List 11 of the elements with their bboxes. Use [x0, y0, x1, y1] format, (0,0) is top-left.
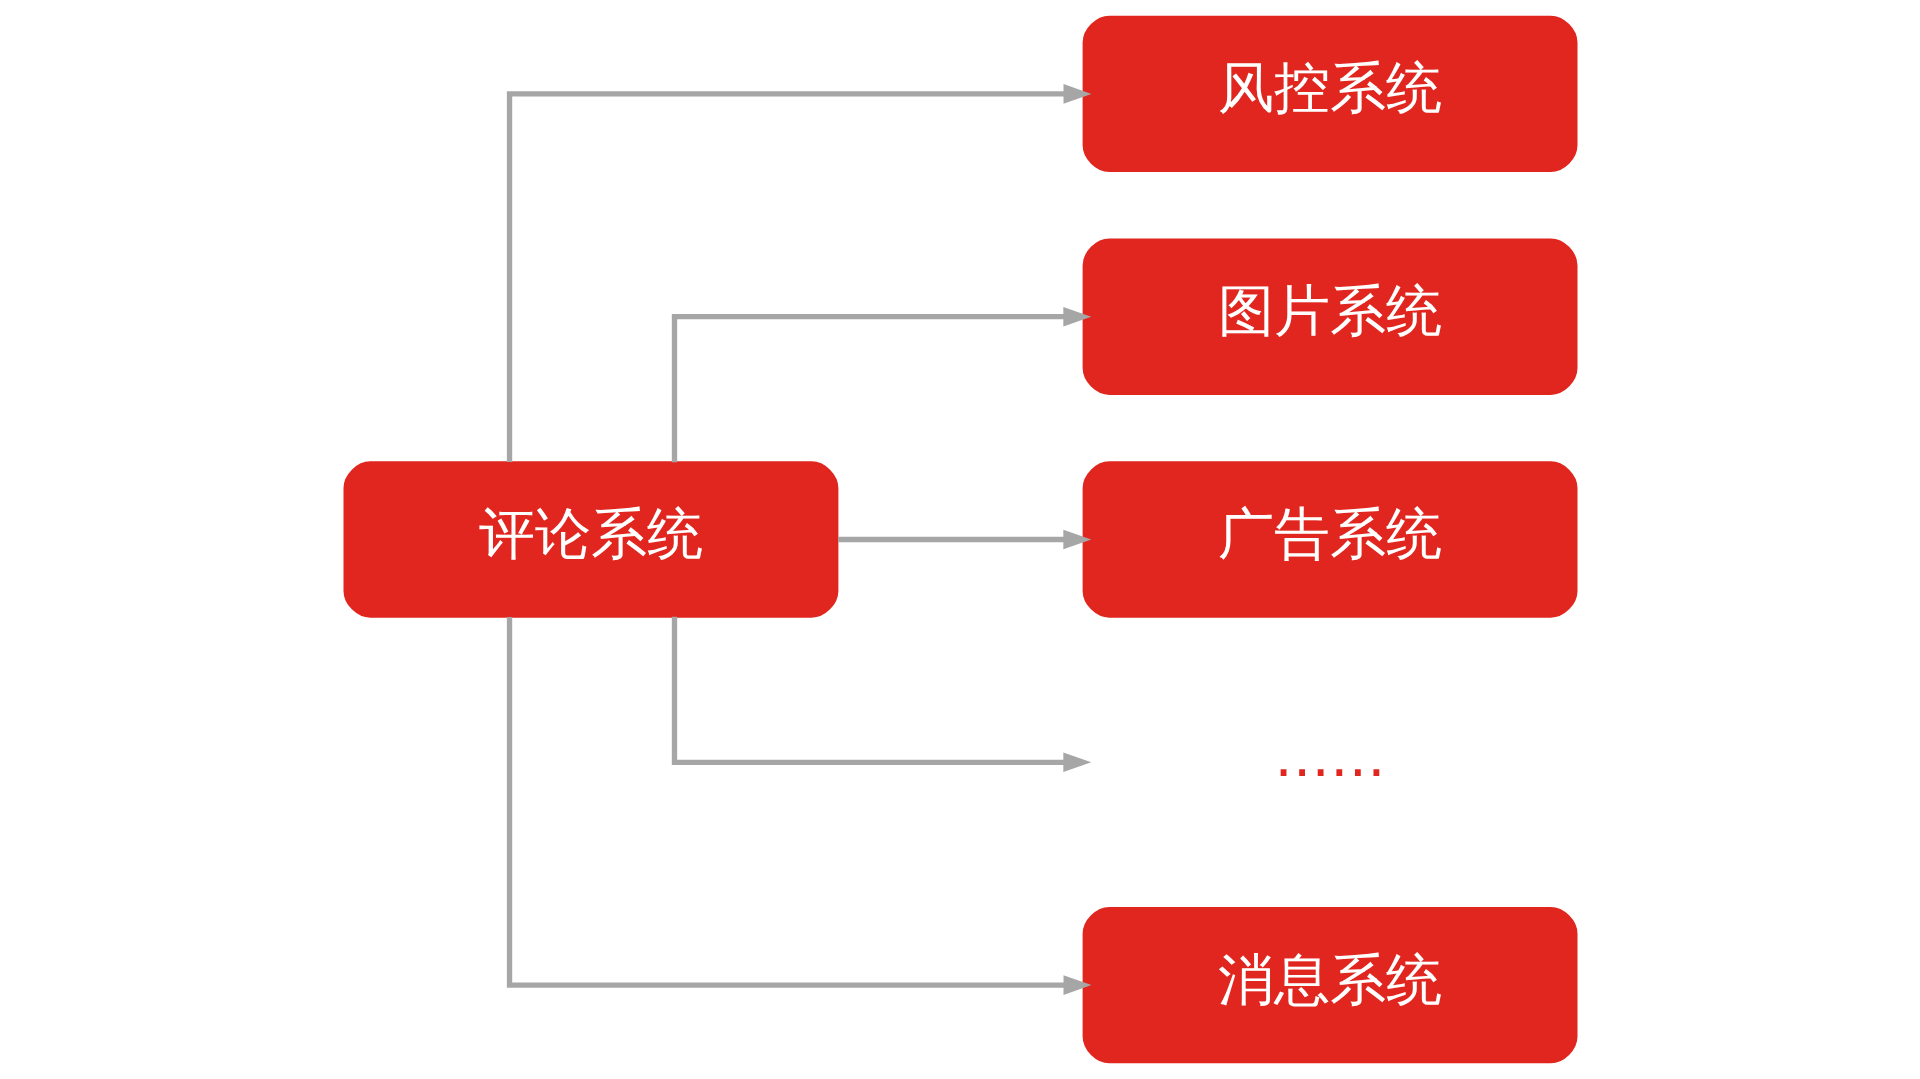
- node-text: ……: [1273, 723, 1386, 789]
- node-box: 图片系统: [1082, 238, 1577, 395]
- node-box: 消息系统: [1082, 906, 1577, 1064]
- node-box: 广告系统: [1082, 461, 1577, 618]
- arrow: [506, 617, 1091, 995]
- arrow: [506, 84, 1091, 462]
- arrow: [671, 306, 1091, 463]
- node-box: 风控系统: [1082, 15, 1577, 173]
- arrow: [671, 616, 1091, 773]
- arrow: [837, 529, 1091, 550]
- node-box: 评论系统: [343, 461, 838, 618]
